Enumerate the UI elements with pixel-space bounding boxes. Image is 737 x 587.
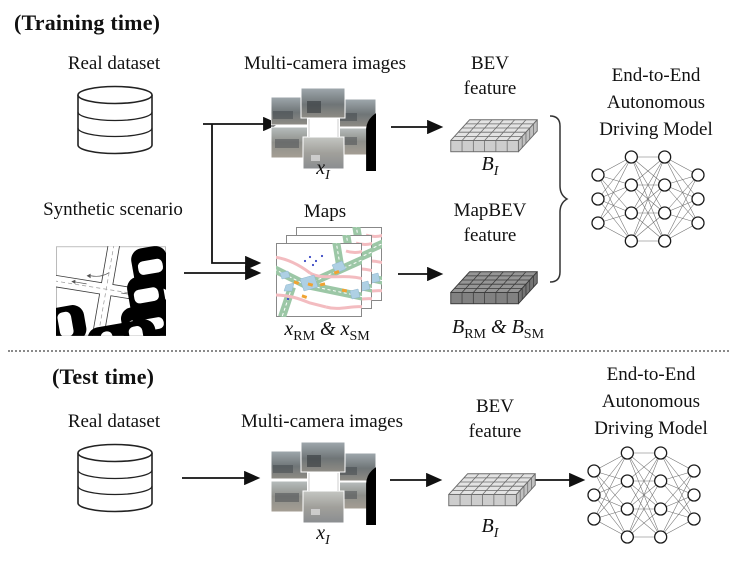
model-line1: End-to-End xyxy=(606,364,696,385)
math-base: x xyxy=(316,157,326,179)
math-sub: SM xyxy=(523,327,545,342)
math-sub: SM xyxy=(349,329,370,344)
camera-input-symbol: xI xyxy=(288,157,358,183)
synthetic-scenario-label: Synthetic scenario xyxy=(43,199,183,220)
test-header: (Test time) xyxy=(52,364,155,389)
math-sub: I xyxy=(325,168,330,183)
model-line1: End-to-End xyxy=(611,65,701,86)
map-stack-icon xyxy=(276,227,382,322)
multi-camera-label: Multi-camera images xyxy=(241,411,403,432)
bev-feature-line1: BEV xyxy=(471,53,509,74)
math-sub: I xyxy=(325,533,330,548)
maps-label: Maps xyxy=(303,201,347,222)
math-base: B xyxy=(481,153,494,175)
bev-feature-label: BEV feature xyxy=(445,394,545,444)
neural-network-icon xyxy=(591,150,705,248)
bev-feature-line1: BEV xyxy=(476,396,514,417)
math-joiner: & xyxy=(320,318,336,340)
section-divider xyxy=(8,350,729,352)
real-dataset-label: Real dataset xyxy=(67,411,161,432)
model-line3: Driving Model xyxy=(594,418,708,439)
multi-camera-label: Multi-camera images xyxy=(244,53,406,74)
maps-input-symbol: xRM&xSM xyxy=(252,318,402,344)
math-sub: I xyxy=(493,164,499,179)
math-base: B xyxy=(451,316,465,338)
database-icon xyxy=(75,85,155,155)
model-line2: Autonomous xyxy=(601,391,701,412)
model-line2: Autonomous xyxy=(606,92,706,113)
mapbev-output-symbol: BRM&BSM xyxy=(423,316,573,342)
mapbev-feature-label: MapBEV feature xyxy=(430,198,550,248)
math-sub: I xyxy=(493,526,499,541)
math-base: B xyxy=(481,515,494,537)
math-base: x xyxy=(316,522,326,544)
bev-feature-label: BEV feature xyxy=(440,51,540,101)
database-icon xyxy=(75,443,155,513)
bev-feature-icon xyxy=(447,110,541,154)
mapbev-feature-icon xyxy=(447,262,541,306)
training-header: (Training time) xyxy=(14,10,161,35)
mapbev-line1: MapBEV xyxy=(453,200,527,221)
model-label: End-to-End Autonomous Driving Model xyxy=(577,62,735,143)
bev-output-symbol: BI xyxy=(455,515,525,541)
neural-network-icon xyxy=(587,446,701,544)
math-base: x xyxy=(284,318,294,340)
bev-feature-line2: feature xyxy=(468,421,522,442)
math-sub: RM xyxy=(293,329,315,344)
mapbev-line2: feature xyxy=(463,225,517,246)
multi-camera-collage-icon xyxy=(271,441,376,525)
model-label: End-to-End Autonomous Driving Model xyxy=(572,361,730,442)
bev-output-symbol: BI xyxy=(455,153,525,179)
camera-input-symbol: xI xyxy=(288,522,358,548)
bev-feature-icon xyxy=(445,464,539,508)
synthetic-scenario-icon xyxy=(56,246,166,336)
model-line3: Driving Model xyxy=(599,119,713,140)
grouping-brace-icon xyxy=(546,113,570,285)
map-sheet-front xyxy=(276,243,362,317)
bev-feature-line2: feature xyxy=(463,78,517,99)
math-joiner: & xyxy=(491,316,507,338)
real-dataset-label: Real dataset xyxy=(67,53,161,74)
math-sub: RM xyxy=(464,327,486,342)
math-base: x xyxy=(340,318,350,340)
math-base: B xyxy=(511,316,524,338)
